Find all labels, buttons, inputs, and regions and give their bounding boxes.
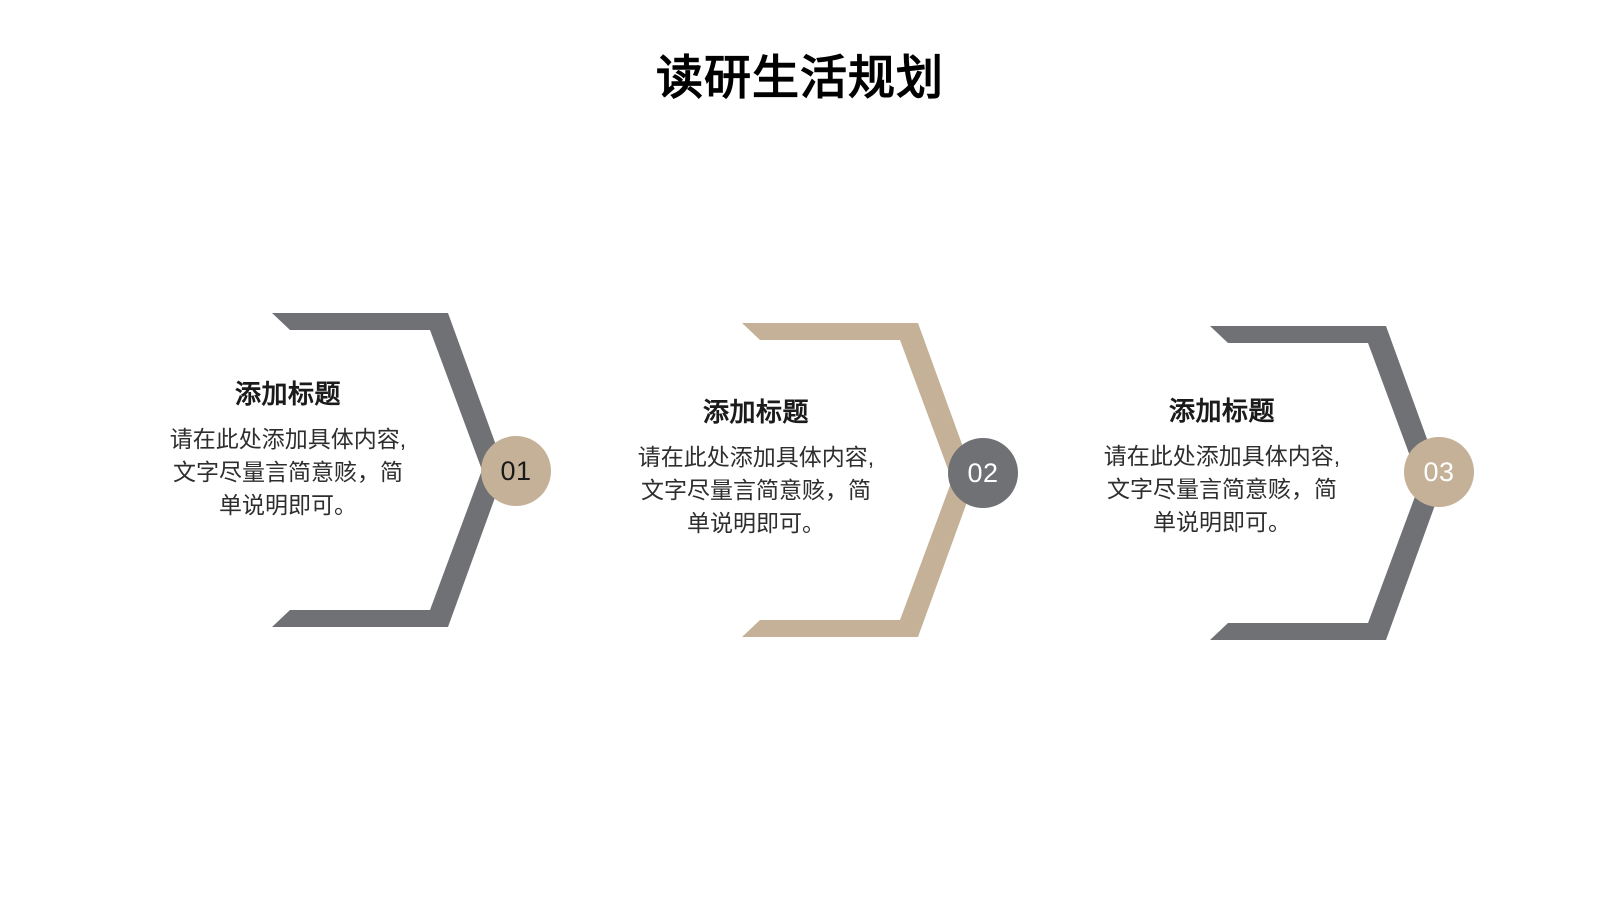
hexagon-item-03[interactable]: 添加标题 请在此处添加具体内容, 文字尽量言简意赅，简 单说明即可。 03 xyxy=(1068,313,1498,653)
item-body: 请在此处添加具体内容, 文字尽量言简意赅，简 单说明即可。 xyxy=(1072,440,1372,539)
step-number-badge[interactable]: 02 xyxy=(948,438,1018,508)
hexagon-item-01[interactable]: 添加标题 请在此处添加具体内容, 文字尽量言简意赅，简 单说明即可。 01 xyxy=(130,300,560,640)
item-text-block: 添加标题 请在此处添加具体内容, 文字尽量言简意赅，简 单说明即可。 xyxy=(606,396,906,540)
item-title: 添加标题 xyxy=(234,379,341,409)
item-body-line: 文字尽量言简意赅，简 xyxy=(641,476,871,503)
item-body-line: 请在此处添加具体内容, xyxy=(169,425,407,452)
item-title: 添加标题 xyxy=(702,397,809,427)
item-body-line: 单说明即可。 xyxy=(687,509,825,536)
step-number-badge[interactable]: 03 xyxy=(1404,437,1474,507)
item-text-block: 添加标题 请在此处添加具体内容, 文字尽量言简意赅，简 单说明即可。 xyxy=(1072,395,1372,539)
item-text-block: 添加标题 请在此处添加具体内容, 文字尽量言简意赅，简 单说明即可。 xyxy=(138,378,438,522)
hexagon-item-02[interactable]: 添加标题 请在此处添加具体内容, 文字尽量言简意赅，简 单说明即可。 02 xyxy=(600,310,1030,650)
item-body-line: 文字尽量言简意赅，简 xyxy=(1107,475,1337,502)
item-body: 请在此处添加具体内容, 文字尽量言简意赅，简 单说明即可。 xyxy=(606,441,906,540)
item-body-line: 请在此处添加具体内容, xyxy=(1103,442,1341,469)
item-body-line: 单说明即可。 xyxy=(219,491,357,518)
item-body: 请在此处添加具体内容, 文字尽量言简意赅，简 单说明即可。 xyxy=(138,423,438,522)
item-title: 添加标题 xyxy=(1168,396,1275,426)
item-body-line: 请在此处添加具体内容, xyxy=(637,443,875,470)
item-body-line: 文字尽量言简意赅，简 xyxy=(173,458,403,485)
item-body-line: 单说明即可。 xyxy=(1153,508,1291,535)
step-number-badge[interactable]: 01 xyxy=(481,436,551,506)
page-title: 读研生活规划 xyxy=(656,51,944,104)
